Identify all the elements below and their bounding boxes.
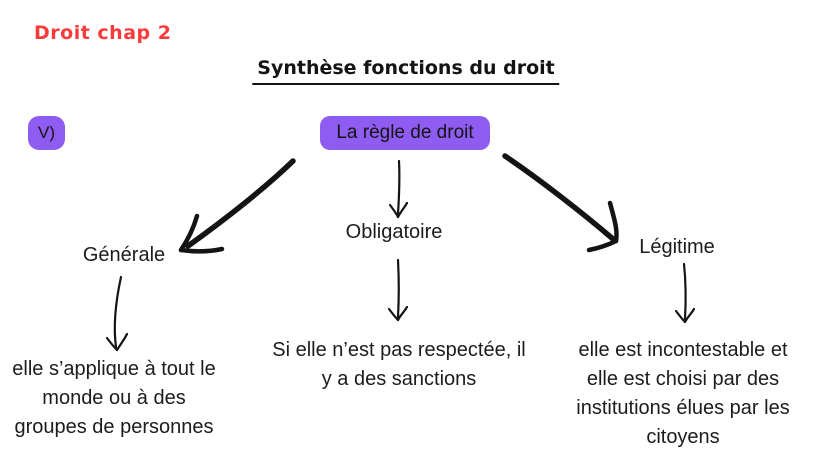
arrow-obligatoire-to-description [387,258,409,322]
arrow-generale-to-description [105,275,129,352]
root-node-regle-de-droit[interactable]: La règle de droit [320,116,490,150]
arrow-root-to-generale [178,158,296,254]
arrow-root-to-legitime [502,153,619,253]
arrow-root-to-obligatoire [388,159,409,219]
branch-description-generale: elle s’applique à tout le monde ou à des… [12,358,216,438]
chapter-label: Droit chap 2 [34,22,172,44]
branch-description-obligatoire: Si elle n’est pas respectée, il y a des … [272,339,526,390]
section-badge[interactable]: V) [28,116,65,150]
branch-label-generale: Générale [82,244,166,266]
branch-description-legitime: elle est incontestable et elle est chois… [576,339,790,448]
arrow-legitime-to-description [674,262,696,324]
branch-label-obligatoire: Obligatoire [345,221,443,243]
branch-label-legitime: Légitime [639,236,715,258]
page-title: Synthèse fonctions du droit [252,57,560,85]
